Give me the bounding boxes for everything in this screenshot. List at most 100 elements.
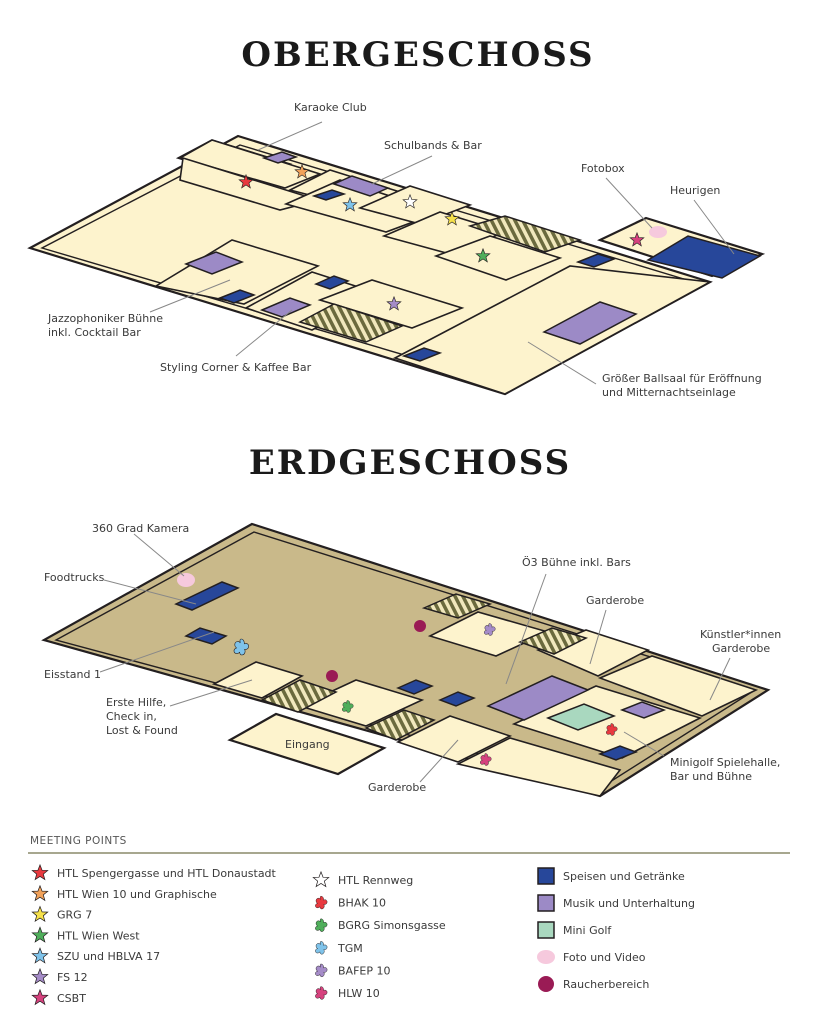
- label-heurigen: Heurigen: [670, 184, 720, 197]
- flower-icon: [315, 986, 328, 1000]
- room-minigolf-lower: [455, 737, 622, 797]
- label-oe3-buehne: Ö3 Bühne inkl. Bars: [522, 556, 631, 569]
- label-lost-found: Lost & Found: [106, 724, 178, 737]
- ellipse-icon: [537, 950, 555, 964]
- label-styling-corner: Styling Corner & Kaffee Bar: [160, 361, 312, 374]
- label-kuenstler-line2: Garderobe: [712, 642, 770, 655]
- music-icon: [331, 175, 391, 197]
- food-icon: [217, 289, 257, 304]
- label-jazzophoniker: Jazzophoniker Bühne: [47, 312, 163, 325]
- music-icon: [542, 301, 638, 345]
- square-icon: [537, 894, 555, 912]
- food-icon: [438, 691, 476, 707]
- label-ballsaal: Größer Ballsaal für Eröffnung: [602, 372, 762, 385]
- food-icon: [184, 627, 228, 645]
- food-icon: [401, 347, 443, 362]
- legend-item-label: HTL Rennweg: [338, 874, 413, 887]
- legend: MEETING POINTS HTL Spengergasse und HTL …: [28, 835, 790, 1005]
- ground-floor-plan: 360 Grad Kamera Foodtrucks Eisstand 1 Er…: [41, 522, 781, 798]
- legend-item-label: Foto und Video: [563, 951, 646, 964]
- stairs: [421, 593, 493, 619]
- legend-item-label: TGM: [337, 942, 363, 955]
- flower-icon: [315, 963, 328, 978]
- legend-item-label: Speisen und Getränke: [563, 870, 685, 883]
- label-jazzophoniker-line2: inkl. Cocktail Bar: [48, 326, 141, 339]
- minigolf-icon: [545, 703, 617, 731]
- label-garderobe-top: Garderobe: [586, 594, 644, 607]
- food-icon: [597, 745, 639, 761]
- star-icon: [31, 864, 49, 880]
- smoking-area-icon: [326, 670, 338, 682]
- legend-item-label: HTL Spengergasse und HTL Donaustadt: [57, 867, 277, 880]
- circle-icon: [538, 976, 554, 992]
- smoking-area-icon: [414, 620, 426, 632]
- food-icon: [311, 189, 347, 201]
- flower-icon: [315, 895, 328, 910]
- stairs: [298, 303, 405, 343]
- legend-item-label: BGRG Simonsgasse: [338, 919, 446, 932]
- label-karaoke-club: Karaoke Club: [294, 101, 367, 114]
- legend-item-label: SZU und HBLVA 17: [57, 950, 160, 963]
- label-360-kamera: 360 Grad Kamera: [92, 522, 189, 535]
- flower-icon: [315, 941, 328, 955]
- star-icon: [31, 906, 49, 922]
- label-kuenstler: Künstler*innen: [700, 628, 781, 641]
- star-icon: [31, 968, 49, 984]
- label-eingang: Eingang: [285, 738, 330, 751]
- legend-item-label: Mini Golf: [563, 924, 612, 937]
- music-icon: [183, 251, 245, 275]
- food-area-heurigen: [646, 235, 762, 279]
- legend-title: MEETING POINTS: [30, 835, 127, 847]
- label-erste-hilfe: Erste Hilfe,: [106, 696, 166, 709]
- room-eingang: [227, 712, 387, 776]
- upper-floor-plan: Karaoke Club Schulbands & Bar Fotobox He…: [27, 101, 766, 399]
- food-icon: [575, 253, 617, 268]
- ground-floor-title: ERDGESCHOSS: [249, 443, 571, 483]
- room-kuenstler-garderobe: [597, 655, 759, 717]
- legend-item-label: CSBT: [57, 992, 86, 1005]
- upper-floor-title: OBERGESCHOSS: [241, 35, 594, 75]
- music-icon: [259, 297, 313, 318]
- legend-item-label: HTL Wien 10 und Graphische: [57, 888, 217, 901]
- room-garderobe-bottom: [395, 715, 513, 763]
- label-check-in: Check in,: [106, 710, 157, 723]
- legend-item-label: HTL Wien West: [57, 929, 140, 942]
- star-icon: [31, 885, 49, 901]
- food-icon: [396, 679, 434, 695]
- star-icon: [31, 926, 49, 943]
- star-icon: [31, 989, 49, 1005]
- star-outline-icon: [312, 871, 330, 887]
- flower-icon: [315, 918, 328, 932]
- room-erste-hilfe: [211, 661, 305, 699]
- music-icon: [619, 701, 667, 719]
- photo-area-icon: [177, 573, 195, 587]
- label-ballsaal-line2: und Mitternachtseinlage: [602, 386, 736, 399]
- label-minigolf-line2: Bar und Bühne: [670, 770, 752, 783]
- legend-item-label: BHAK 10: [338, 897, 386, 910]
- label-garderobe-bottom: Garderobe: [368, 781, 426, 794]
- music-icon: [486, 675, 590, 721]
- label-eisstand: Eisstand 1: [44, 668, 101, 681]
- stairs: [517, 627, 589, 655]
- label-fotobox: Fotobox: [581, 162, 625, 175]
- stairs: [260, 679, 338, 713]
- photo-area-icon: [649, 226, 667, 238]
- star-icon: [31, 947, 49, 964]
- stairs: [467, 215, 583, 253]
- food-icon: [313, 275, 351, 290]
- legend-item-label: Raucherbereich: [563, 978, 649, 991]
- legend-item-label: GRG 7: [57, 909, 92, 922]
- stairs: [364, 709, 436, 741]
- square-icon: [537, 867, 555, 885]
- label-schulbands: Schulbands & Bar: [384, 139, 482, 152]
- square-icon: [537, 921, 555, 939]
- room-bgrg: [297, 679, 425, 727]
- legend-item-label: HLW 10: [338, 987, 380, 1000]
- legend-item-label: BAFEP 10: [338, 964, 390, 977]
- label-minigolf: Minigolf Spielehalle,: [670, 756, 780, 769]
- music-icon: [261, 151, 299, 164]
